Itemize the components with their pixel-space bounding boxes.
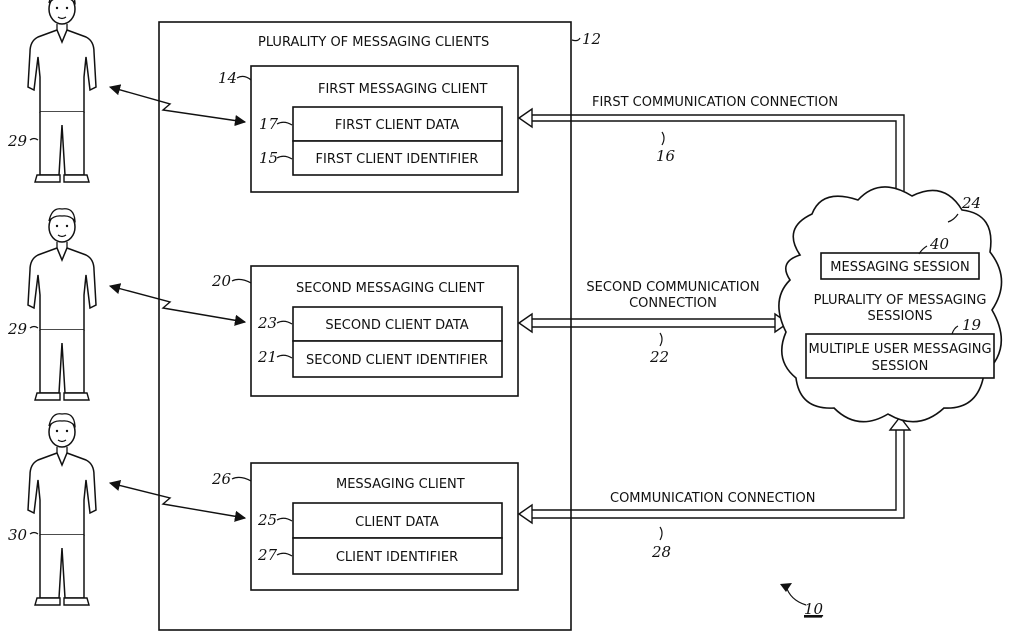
connection-arrowhead bbox=[888, 415, 912, 431]
connection-label: FIRST COMMUNICATION CONNECTION bbox=[592, 95, 838, 110]
user-link-arrow bbox=[108, 283, 247, 326]
multi-user-session-ref: 19 bbox=[962, 316, 982, 334]
user-ref: 29 bbox=[7, 320, 28, 338]
user-ref-leader bbox=[29, 325, 39, 329]
client-identifier-label: SECOND CLIENT IDENTIFIER bbox=[306, 353, 488, 368]
user-first: 29 bbox=[7, 0, 247, 183]
client-ref-leader bbox=[231, 476, 252, 482]
connection-ref-leader bbox=[659, 526, 663, 541]
figure-ref: 10 bbox=[804, 600, 824, 618]
figure-ref-group: 10 bbox=[780, 583, 824, 618]
client-ref-leader bbox=[236, 75, 252, 81]
container-leader bbox=[571, 37, 581, 42]
plurality-label: PLURALITY OF MESSAGING bbox=[814, 293, 987, 308]
client-ref: 14 bbox=[218, 69, 237, 87]
user-ref-leader bbox=[29, 531, 39, 535]
connection-ref: 28 bbox=[651, 543, 671, 561]
client-title: SECOND MESSAGING CLIENT bbox=[296, 281, 484, 296]
messaging-session-leader bbox=[918, 245, 928, 255]
client-ref: 26 bbox=[211, 470, 232, 488]
client-data-box bbox=[292, 306, 503, 342]
connection-ref-leader bbox=[659, 332, 663, 347]
multi-user-session-label: MULTIPLE USER MESSAGING bbox=[808, 342, 991, 357]
client-data-label: SECOND CLIENT DATA bbox=[325, 318, 468, 333]
connection-second: SECOND COMMUNICATION CONNECTION 22 bbox=[517, 280, 790, 366]
client-data-ref: 25 bbox=[257, 511, 277, 529]
client-title: FIRST MESSAGING CLIENT bbox=[318, 82, 487, 97]
client-data-leader bbox=[276, 517, 293, 522]
plurality-label-line2: SESSIONS bbox=[867, 309, 932, 324]
messaging-session-label: MESSAGING SESSION bbox=[830, 260, 969, 275]
messaging-session-ref: 40 bbox=[929, 235, 950, 253]
multi-user-session-box bbox=[805, 333, 995, 379]
cloud-ref-leader bbox=[947, 213, 959, 223]
cloud-ref: 24 bbox=[961, 194, 981, 212]
client-ref-leader bbox=[231, 278, 252, 284]
connection-ref: 16 bbox=[656, 147, 676, 165]
connection-label-line2: CONNECTION bbox=[629, 296, 717, 311]
figure-ref-arrowhead bbox=[780, 583, 792, 592]
messaging-session-box bbox=[820, 252, 980, 280]
user-link-arrow bbox=[108, 84, 247, 127]
connection-third: COMMUNICATION CONNECTION 28 bbox=[517, 415, 912, 561]
client-identifier-box bbox=[292, 140, 503, 176]
connection-ref: 22 bbox=[649, 348, 669, 366]
client-data-ref: 17 bbox=[259, 115, 279, 133]
client-data-box bbox=[292, 106, 503, 142]
client-identifier-leader bbox=[276, 354, 293, 359]
connection-label: COMMUNICATION CONNECTION bbox=[610, 491, 815, 506]
multi-user-session-leader bbox=[951, 325, 959, 335]
container-title: PLURALITY OF MESSAGING CLIENTS bbox=[258, 35, 489, 50]
person-icon bbox=[27, 413, 97, 606]
client-identifier-ref: 15 bbox=[259, 149, 278, 167]
client-data-box bbox=[292, 502, 503, 539]
client-identifier-box bbox=[292, 340, 503, 378]
client-data-label: FIRST CLIENT DATA bbox=[335, 118, 459, 133]
user-third: 30 bbox=[8, 413, 247, 606]
client-data-label: CLIENT DATA bbox=[355, 515, 439, 530]
multi-user-session-label-line2: SESSION bbox=[872, 359, 929, 374]
client-ref: 20 bbox=[211, 272, 232, 290]
client-data-leader bbox=[276, 320, 293, 325]
client-identifier-ref: 21 bbox=[257, 348, 277, 366]
connection-arrowhead bbox=[517, 503, 533, 525]
client-identifier-box bbox=[292, 537, 503, 575]
user-ref: 30 bbox=[8, 526, 28, 544]
client-identifier-ref: 27 bbox=[257, 546, 278, 564]
connection-label: SECOND COMMUNICATION bbox=[586, 280, 759, 295]
container-ref: 12 bbox=[582, 30, 601, 48]
user-link-arrow bbox=[108, 480, 247, 522]
client-second: SECOND MESSAGING CLIENT SECOND CLIENT DA… bbox=[211, 265, 519, 397]
figure-ref-leader bbox=[785, 585, 807, 606]
client-data-leader bbox=[276, 121, 293, 126]
client-third: MESSAGING CLIENT CLIENT DATA CLIENT IDEN… bbox=[211, 462, 519, 591]
client-identifier-leader bbox=[276, 155, 293, 160]
user-ref-leader bbox=[29, 137, 39, 141]
connection-ref-leader bbox=[661, 131, 665, 146]
person-icon bbox=[27, 0, 97, 183]
connection-first: FIRST COMMUNICATION CONNECTION 16 bbox=[517, 95, 912, 212]
client-title: MESSAGING CLIENT bbox=[336, 477, 465, 492]
person-icon bbox=[27, 208, 97, 401]
client-data-ref: 23 bbox=[257, 314, 277, 332]
connection-arrowhead bbox=[517, 312, 533, 334]
connection-pipe bbox=[530, 114, 905, 198]
client-identifier-label: CLIENT IDENTIFIER bbox=[336, 550, 458, 565]
user-second: 29 bbox=[7, 208, 247, 401]
session-cloud: 24 MESSAGING SESSION 40 PLURALITY OF MES… bbox=[778, 186, 1003, 423]
user-ref: 29 bbox=[7, 132, 28, 150]
client-identifier-label: FIRST CLIENT IDENTIFIER bbox=[316, 152, 479, 167]
connection-arrowhead bbox=[517, 107, 533, 129]
client-identifier-leader bbox=[276, 552, 293, 557]
client-first: FIRST MESSAGING CLIENT FIRST CLIENT DATA… bbox=[218, 65, 519, 193]
